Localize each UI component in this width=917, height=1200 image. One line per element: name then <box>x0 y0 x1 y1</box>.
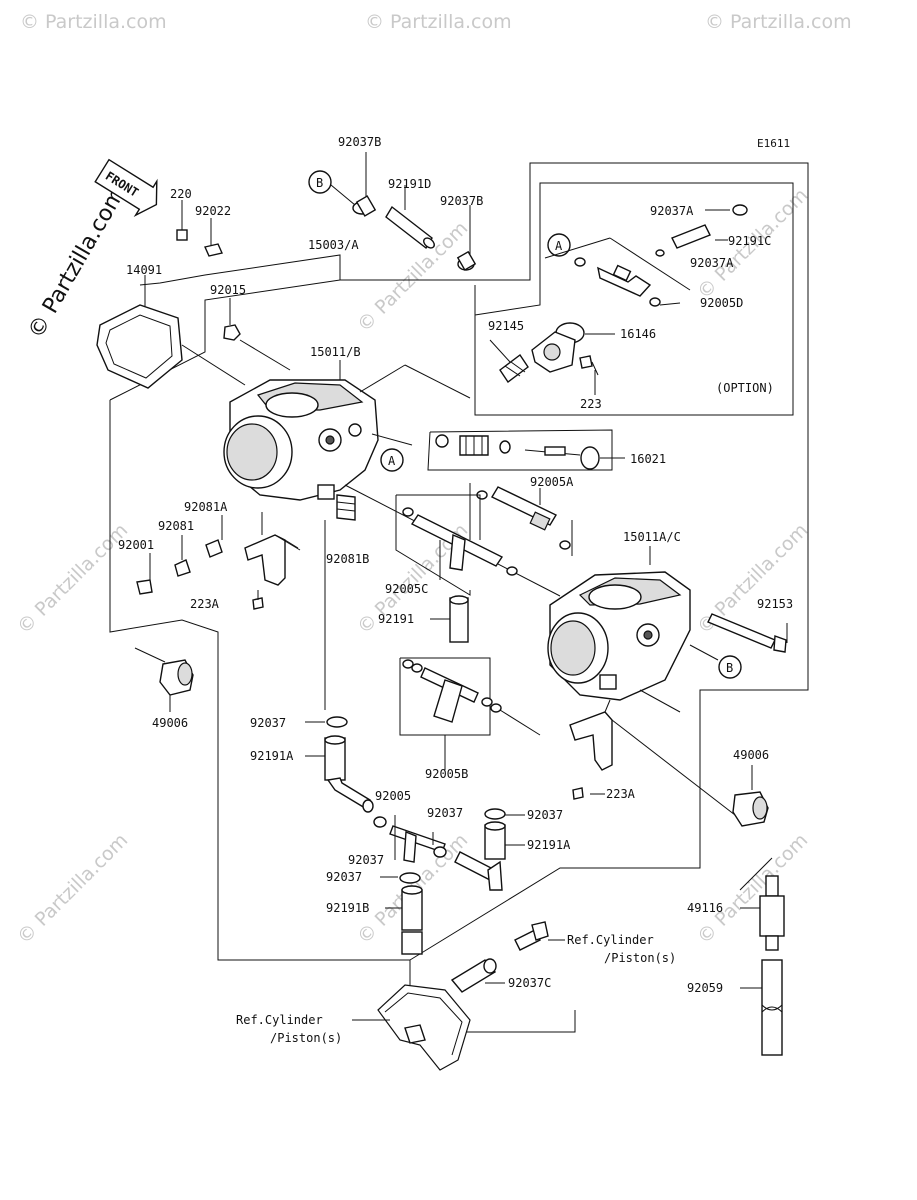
hose-92191 <box>430 595 469 643</box>
carburetor-15011ac <box>547 546 691 713</box>
label-92191b: 92191B <box>326 901 369 915</box>
callout-b-bolt: B <box>726 661 733 675</box>
callout-b-top: B <box>316 176 323 190</box>
left-springs-bracket <box>136 512 301 610</box>
label-223a-right: 223A <box>606 787 636 801</box>
top-hose-group: B <box>308 152 477 271</box>
label-92191a-right: 92191A <box>527 838 571 852</box>
label-92191c: 92191C <box>728 234 771 248</box>
screw-220-and-washer <box>176 200 223 257</box>
label-15011ac: 15011A/C <box>623 530 681 544</box>
label-92037b-right: 92037B <box>440 194 483 208</box>
diagram-code: E1611 <box>757 137 790 150</box>
label-92037-e: 92037 <box>326 870 362 884</box>
ref-2-line2: /Piston(s) <box>270 1031 342 1045</box>
spring-92081b <box>324 494 356 710</box>
nut-92015 <box>223 298 291 371</box>
bolt-92153: B <box>689 613 788 679</box>
damper-49006-right <box>732 765 769 827</box>
assembly-outline <box>109 162 809 1033</box>
label-92001: 92001 <box>118 538 154 552</box>
label-92081b: 92081B <box>326 552 369 566</box>
label-92037-c: 92037 <box>527 808 563 822</box>
label-92037a-mid: 92037A <box>690 256 734 270</box>
label-92081a: 92081A <box>184 500 228 514</box>
label-92037-d: 92037 <box>348 853 384 867</box>
ref-1-line2: /Piston(s) <box>604 951 676 965</box>
part-labels: 92037B 92191D 92037B 220 92022 15003/A 1… <box>118 135 793 1045</box>
part-49116-92059 <box>739 857 785 1056</box>
needle-spring-group <box>427 429 625 471</box>
label-49006-left: 49006 <box>152 716 188 730</box>
pipe-92005a <box>469 483 573 556</box>
tee-92005c <box>395 494 518 596</box>
label-92191a-left: 92191A <box>250 749 294 763</box>
fitting-92005b <box>399 657 541 770</box>
label-223a-left: 223A <box>190 597 220 611</box>
label-92153: 92153 <box>757 597 793 611</box>
ref-1-line1: Ref.Cylinder <box>567 933 654 947</box>
cover-14091 <box>96 275 246 389</box>
label-223-top: 223 <box>580 397 602 411</box>
callout-a-carb: A <box>388 454 396 468</box>
carburetor-15011b: A <box>223 360 561 597</box>
label-14091: 14091 <box>126 263 162 277</box>
label-92037a-top: 92037A <box>650 204 694 218</box>
hose-92037c <box>450 921 565 993</box>
label-16146: 16146 <box>620 327 656 341</box>
label-15003a: 15003/A <box>308 238 359 252</box>
ref-2-line1: Ref.Cylinder <box>236 1013 323 1027</box>
label-92005: 92005 <box>375 789 411 803</box>
label-92037c: 92037C <box>508 976 551 990</box>
label-92005a: 92005A <box>530 475 574 489</box>
label-92022: 92022 <box>195 204 231 218</box>
label-220: 220 <box>170 187 192 201</box>
label-92191d: 92191D <box>388 177 431 191</box>
label-92145: 92145 <box>488 319 524 333</box>
watermark-1: © Partzilla.com <box>20 11 167 33</box>
label-49116: 49116 <box>687 901 723 915</box>
label-92005c: 92005C <box>385 582 428 596</box>
cylinder-reference-piece <box>352 984 471 1071</box>
label-92005d: 92005D <box>700 296 743 310</box>
label-15011b: 15011/B <box>310 345 361 359</box>
callout-a-option: A <box>555 239 563 253</box>
watermark-9: © Partzilla.com <box>13 829 132 948</box>
watermark-2: © Partzilla.com <box>365 11 512 33</box>
label-92081: 92081 <box>158 519 194 533</box>
label-92015: 92015 <box>210 283 246 297</box>
right-bracket <box>569 699 736 816</box>
label-92037b-top: 92037B <box>338 135 381 149</box>
label-92059: 92059 <box>687 981 723 995</box>
label-92037-b: 92037 <box>427 806 463 820</box>
watermark-11: © Partzilla.com <box>693 829 812 948</box>
option-spring-cap <box>489 322 615 395</box>
label-92037-a: 92037 <box>250 716 286 730</box>
watermark-3: © Partzilla.com <box>705 11 852 33</box>
option-fitting-group: A <box>544 204 748 307</box>
label-49006-right: 49006 <box>733 748 769 762</box>
bottom-hose-network <box>305 716 525 955</box>
label-92005b: 92005B <box>425 767 468 781</box>
label-92191: 92191 <box>378 612 414 626</box>
damper-49006-left <box>134 647 194 712</box>
option-label: (OPTION) <box>716 381 774 395</box>
watermark-6: © Partzilla.com <box>13 519 132 638</box>
label-16021: 16021 <box>630 452 666 466</box>
